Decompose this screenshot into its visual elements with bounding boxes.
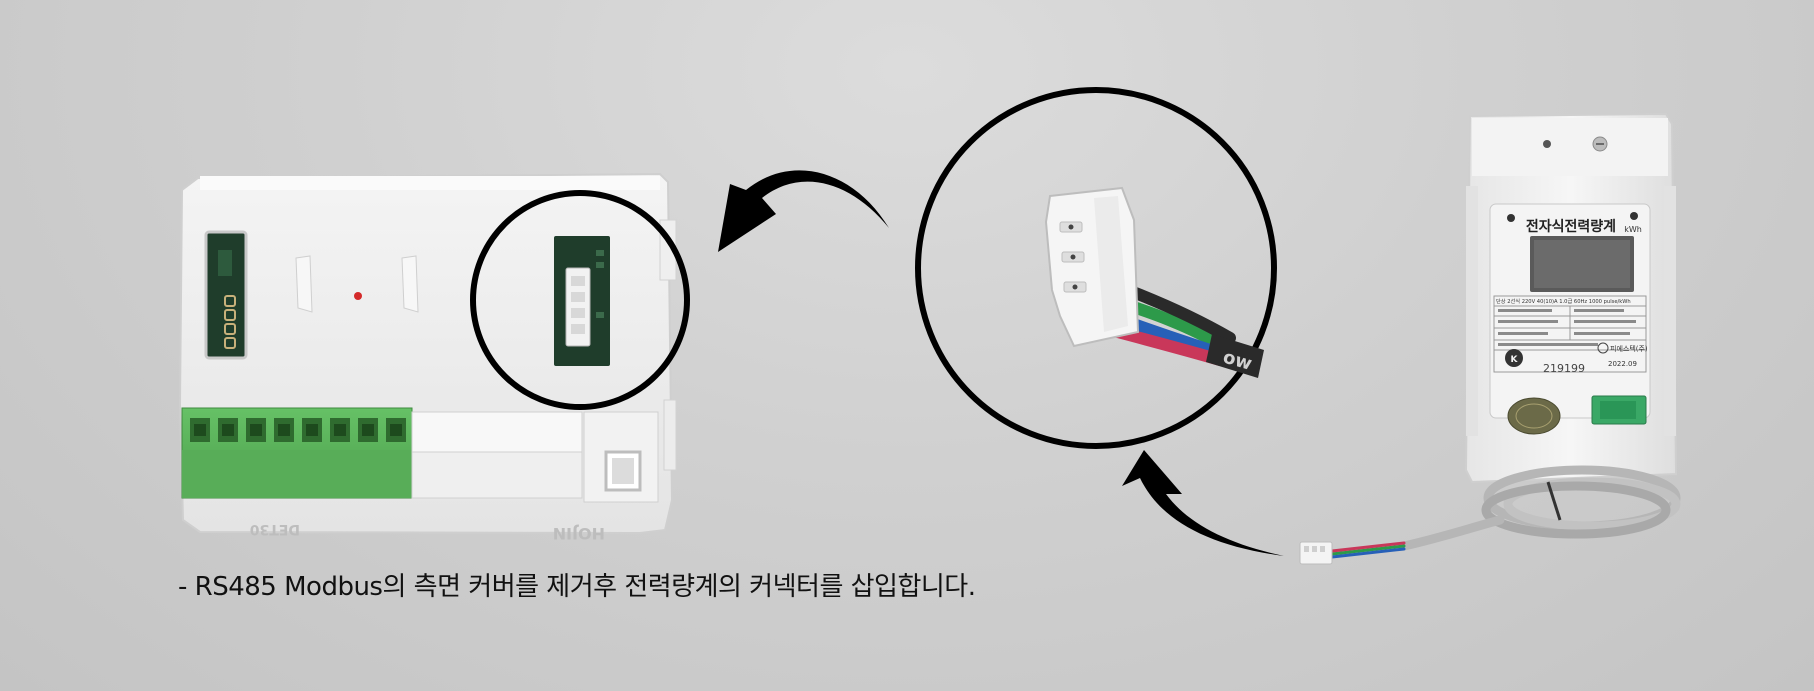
meter-company: 피에스텍(주)	[1610, 344, 1648, 353]
meter-spec: 단상 2선식 220V 40(10)A 1.0급 60Hz 1000 pulse…	[1496, 297, 1631, 305]
meter-connector-plug	[1299, 541, 1333, 565]
kc-mark-icon	[1505, 349, 1523, 367]
connector-highlight-circle	[470, 190, 690, 410]
module-model-label: DET30	[250, 521, 300, 537]
module-brand-label: HOJIN	[553, 524, 605, 543]
instruction-caption: - RS485 Modbus의 측면 커버를 제거후 전력량계의 커넥터를 삽입…	[178, 572, 976, 602]
power-meter: 전자식전력량계 kWh 단상 2선식 220V 40(10)A 1.0급 60H…	[1299, 112, 1681, 565]
arrow-to-connector	[1122, 450, 1284, 556]
meter-serial: 219199	[1543, 362, 1585, 375]
status-led	[354, 292, 362, 300]
meter-seal	[1507, 397, 1561, 435]
meter-cable	[1399, 465, 1681, 551]
meter-title: 전자식전력량계	[1526, 218, 1616, 235]
zoomed-connector: ow	[915, 87, 1277, 449]
meter-unit: kWh	[1624, 225, 1642, 234]
rs485-modbus-module: DET30 HOJIN	[178, 172, 690, 543]
svg-text:K: K	[1511, 355, 1519, 365]
left-pcb-window	[204, 230, 248, 360]
connector-zoom-circle	[915, 87, 1277, 449]
company-logo-icon	[1597, 342, 1609, 354]
meter-year: 2022.09	[1608, 360, 1637, 368]
module-posts	[295, 255, 419, 313]
module-embossed-labels: DET30 HOJIN	[250, 521, 605, 543]
arrow-to-module	[718, 170, 889, 252]
connector-window	[554, 236, 610, 366]
terminal-screws	[190, 418, 406, 442]
meter-spec-table	[1493, 295, 1647, 373]
